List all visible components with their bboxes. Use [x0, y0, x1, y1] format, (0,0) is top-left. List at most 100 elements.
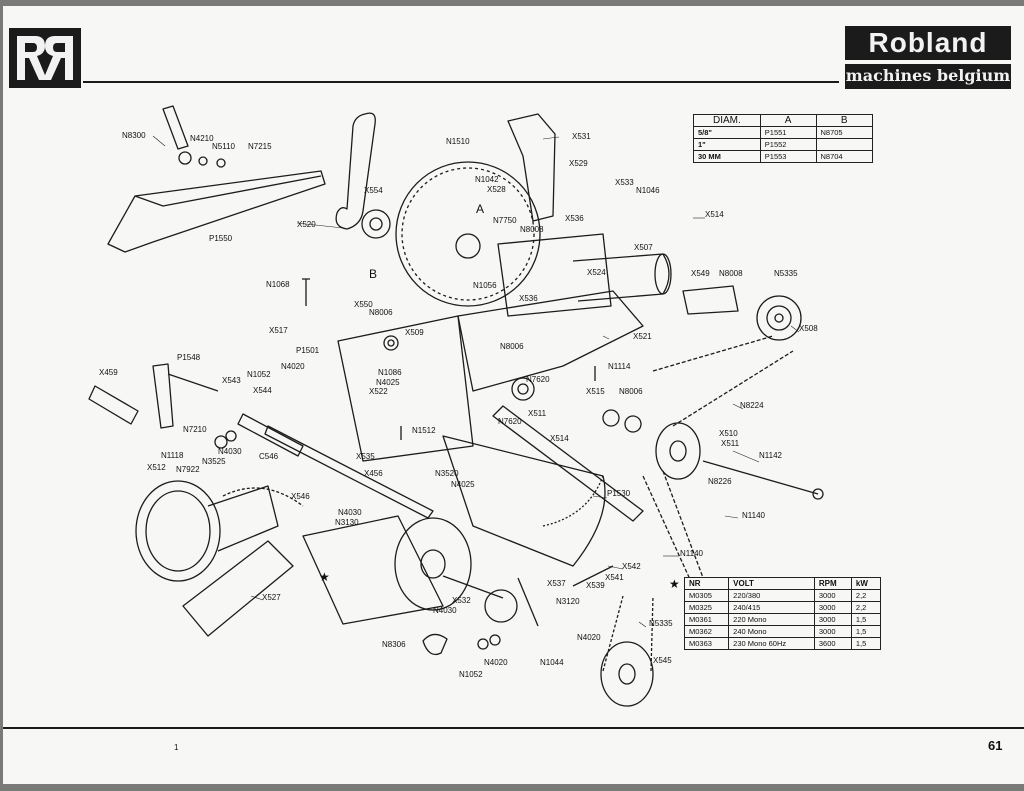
part-label: X536	[565, 214, 584, 223]
part-label: X537	[547, 579, 566, 588]
part-label: N7922	[176, 465, 200, 474]
part-label: X532	[452, 596, 471, 605]
drive-belt-n8224	[652, 335, 794, 427]
table-cell: 5/8"	[693, 126, 761, 139]
part-label: N4030	[218, 447, 242, 456]
table-row: M0325 240/415 3000 2,2	[683, 601, 882, 614]
part-label: X536	[519, 294, 538, 303]
table-row: 5/8" P1551 N8705	[693, 126, 873, 139]
wrench-x520	[335, 112, 376, 230]
table-header: B	[815, 114, 873, 127]
table-cell: 1,5	[850, 637, 882, 650]
part-label: X511	[721, 439, 740, 448]
part-label: N1512	[412, 426, 436, 435]
table-cell: 1,5	[850, 613, 882, 626]
header-rule	[83, 81, 839, 83]
part-label: N5110	[212, 142, 235, 151]
table-header: kW	[850, 577, 882, 590]
part-label: N1044	[540, 658, 564, 667]
part-label: X527	[262, 593, 281, 602]
part-label: N1118	[161, 451, 184, 460]
part-label: N8300	[122, 131, 146, 140]
part-label: X549	[691, 269, 710, 278]
part-label: N8006	[500, 342, 524, 351]
part-label: N8008	[520, 225, 544, 234]
part-label: N4210	[190, 134, 214, 143]
part-label: X541	[605, 573, 624, 582]
part-label: N3520	[435, 469, 459, 478]
table-cell: 240 Mono	[728, 625, 815, 638]
part-label: X509	[405, 328, 424, 337]
table-row: M0363 230 Mono 60Hz 3600 1,5	[683, 637, 882, 650]
part-label: X510	[719, 429, 738, 438]
part-label: X533	[615, 178, 634, 187]
part-label: X514	[705, 210, 724, 219]
part-label: X545	[653, 656, 672, 665]
table-cell: 3600	[813, 637, 852, 650]
part-label: X511	[528, 409, 547, 418]
table-cell: 30 MM	[693, 150, 761, 163]
part-label: N3130	[335, 518, 359, 527]
table-cell: M0305	[683, 589, 730, 602]
page-number: 61	[988, 738, 1003, 753]
part-label: X456	[364, 469, 383, 478]
table-cell: 3000	[813, 625, 852, 638]
arbor-housing	[497, 233, 612, 317]
table-cell: M0363	[683, 637, 730, 650]
part-label: X543	[222, 376, 241, 385]
riving-knife-x531	[507, 113, 556, 222]
part-label: N1510	[446, 137, 470, 146]
part-label: N1068	[266, 280, 290, 289]
part-label: X554	[364, 186, 383, 195]
footer-rule	[3, 727, 1024, 729]
table-header: DIAM.	[693, 114, 761, 127]
part-label: X528	[487, 185, 506, 194]
part-label: N7620	[526, 375, 550, 384]
table-cell: 1,5	[850, 625, 882, 638]
arbor-diameter-table: DIAM. A B 5/8" P1551 N8705 1" P1552 30 M…	[693, 114, 873, 163]
table-cell: M0325	[683, 601, 730, 614]
part-label: N1140	[742, 511, 765, 520]
manual-page: Robland machines belgium	[3, 6, 1024, 784]
lock-lever	[162, 105, 189, 150]
brand-name: Robland	[845, 26, 1011, 60]
part-label: N1114	[608, 362, 631, 371]
hose-c546	[222, 487, 304, 507]
part-label: N8306	[382, 640, 406, 649]
table-cell: 2,2	[850, 589, 882, 602]
part-label: N3120	[556, 597, 580, 606]
part-label: N8224	[740, 401, 764, 410]
part-label: N4030	[433, 606, 457, 615]
robland-rr-logo	[9, 28, 81, 88]
table-cell: 3000	[813, 589, 852, 602]
part-label: P1501	[296, 346, 320, 355]
part-label: N1086	[378, 368, 402, 377]
part-label: N7750	[493, 216, 517, 225]
part-label: P1548	[177, 353, 201, 362]
part-label: N1046	[636, 186, 660, 195]
part-label: N5335	[649, 619, 673, 628]
saw-blade	[395, 161, 541, 307]
table-cell: N8705	[815, 126, 873, 139]
brand-badge: Robland machines belgium	[845, 26, 1011, 89]
table-cell	[815, 138, 873, 151]
part-label: N1052	[247, 370, 271, 379]
table-row: 30 MM P1553 N8704	[693, 150, 873, 163]
part-label: C546	[259, 452, 279, 461]
table-cell: N8704	[815, 150, 873, 163]
table-cell: 220/380	[728, 589, 815, 602]
star-marker: ★	[669, 577, 680, 591]
part-label: X507	[634, 243, 653, 252]
part-label: N4020	[577, 633, 601, 642]
part-label: X535	[356, 452, 375, 461]
table-cell: M0362	[683, 625, 730, 638]
part-label: N1140	[680, 549, 703, 558]
part-label: N4020	[484, 658, 508, 667]
brand-tagline: machines belgium	[845, 64, 1011, 89]
table-row: M0361 220 Mono 3000 1,5	[683, 613, 882, 626]
motor-spec-table: NR VOLT RPM kW M0305 220/380 3000 2,2 M0…	[683, 577, 882, 650]
part-label: N3525	[202, 457, 226, 466]
part-label: X522	[369, 387, 388, 396]
table-row: M0305 220/380 3000 2,2	[683, 589, 882, 602]
part-label: N1142	[759, 451, 782, 460]
